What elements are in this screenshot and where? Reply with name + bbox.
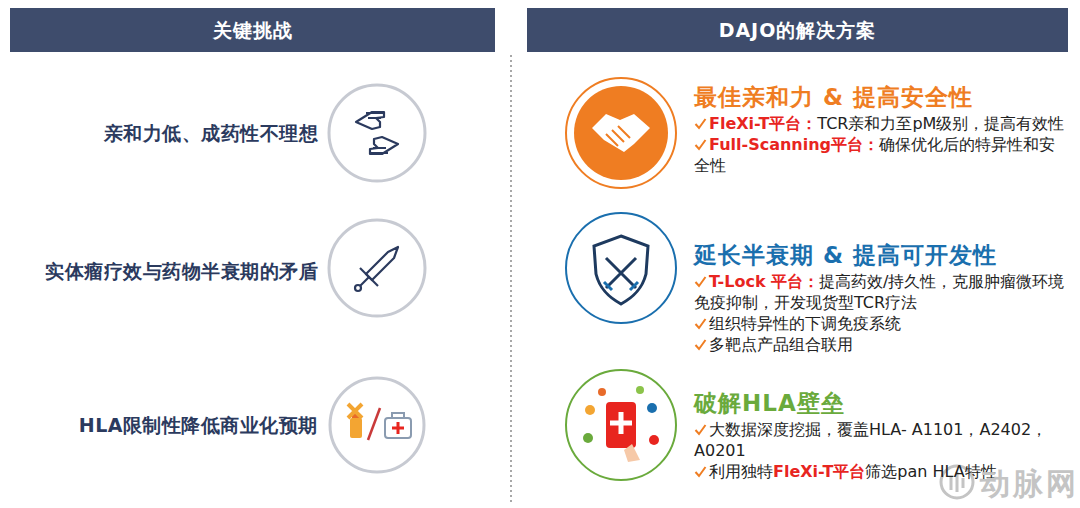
sword-icon [355,285,361,291]
solution-block: 延长半衰期 & 提高可开发性T-Lock 平台：提高药效/持久性，克服肿瘤微环境… [694,240,1066,355]
bullet-text: 组织特异性的下调免疫系统 [709,314,901,333]
bullet-text: 利用独特 [709,462,773,481]
medical-icon [392,422,404,434]
phone-circle [649,435,659,445]
hands-icon [366,113,384,118]
solution-block: 最佳亲和力 & 提高安全性FleXi-T平台：TCR亲和力至pM级别，提高有效性… [694,82,1066,176]
phone-circle [606,402,636,448]
challenge-text: HLA限制性降低商业化预期 [8,413,318,437]
sword-icon [366,247,398,280]
header-text: 关键挑战 [213,19,293,41]
medical-icon [350,418,362,438]
check-mark [694,338,707,351]
phone-circle [566,370,676,480]
header-text: DAJO的解决方案 [719,19,877,41]
bullet-line: 大数据深度挖掘，覆盖HLA- A1101，A2402，A0201 [694,419,1066,461]
check-mark [694,317,707,330]
shield-circle [606,258,636,288]
phone-circle [647,403,657,413]
check-mark [694,275,707,288]
bullet-text: TCR亲和力至pM级别，提高有效性 [817,114,1064,133]
watermark: 动脉网 [980,464,1079,505]
bullet-line: Full-Scanning平台：确保优化后的特异性和安全性 [694,134,1066,176]
check-mark [696,140,706,149]
left-circles [329,85,425,472]
solution-heading: 延长半衰期 & 提高可开发性 [694,240,1066,270]
bullet-line: 组织特异性的下调免疫系统 [694,313,1066,334]
shield-circle [604,282,638,290]
orange-circle [566,78,676,188]
challenge-text: 亲和力低、成药性不理想 [8,121,318,145]
bullet-text: 多靶点产品组合联用 [709,335,853,354]
check-mark [696,425,706,434]
phone-circle [598,388,606,396]
divider-line [510,55,512,505]
check-mark [694,465,707,478]
left-circles [329,85,425,181]
orange-circle [606,126,630,146]
check-mark [694,423,707,436]
orange-circle [566,78,676,188]
medical-icon [392,413,404,418]
bullet-text: 筛选pan HLA特性 [865,462,996,481]
bullet-line: T-Lock 平台：提高药效/持久性，克服肿瘤微环境免疫抑制，开发现货型TCR疗… [694,271,1066,313]
medical-icon [348,404,411,440]
platform-name: FleXi-T平台： [709,114,817,133]
sword-icon [360,268,378,286]
shield-circle [566,213,676,323]
header-band: DAJO的解决方案 [527,8,1068,52]
check-mark [694,117,707,130]
solution-heading: 最佳亲和力 & 提高安全性 [694,82,1066,112]
check-mark [696,277,706,286]
phone-circle [610,412,632,434]
bullet-text: 大数据深度挖掘，覆盖HLA- A1101，A2402，A0201 [694,420,1047,460]
orange-circle [574,86,668,180]
sword-icon [355,247,398,291]
hands-icon [370,137,398,154]
header-band: 关键挑战 [10,8,495,52]
orange-circle [592,114,650,152]
phone-circle [624,444,640,462]
shield-circle [594,236,648,304]
hands-icon [356,112,384,129]
check-mark [696,340,706,349]
sword-icon [360,277,369,286]
phone-circle [583,433,593,443]
medical-icon [385,418,411,438]
medical-icon [368,408,380,440]
bullet-line: FleXi-T平台：TCR亲和力至pM级别，提高有效性 [694,113,1066,134]
left-circles [330,378,424,472]
phone-circle [566,370,676,480]
left-circles [329,220,425,316]
check-mark [696,467,706,476]
platform-name: T-Lock 平台： [709,272,819,291]
medical-icon [348,404,362,418]
bullet-line: 多靶点产品组合联用 [694,334,1066,355]
platform-name: FleXi-T平台 [773,462,865,481]
solution-heading: 破解HLA壁垒 [694,388,1066,418]
platform-name: Full-Scanning平台： [709,135,879,154]
check-mark [696,119,706,128]
shield-circle [566,213,676,323]
challenge-text: 实体瘤疗效与药物半衰期的矛盾 [8,259,318,283]
phone-circle [585,405,595,415]
check-mark [694,138,707,151]
hands-icon [370,148,388,153]
check-mark [696,319,706,328]
hands-icon [356,112,398,154]
phone-circle [636,386,644,394]
